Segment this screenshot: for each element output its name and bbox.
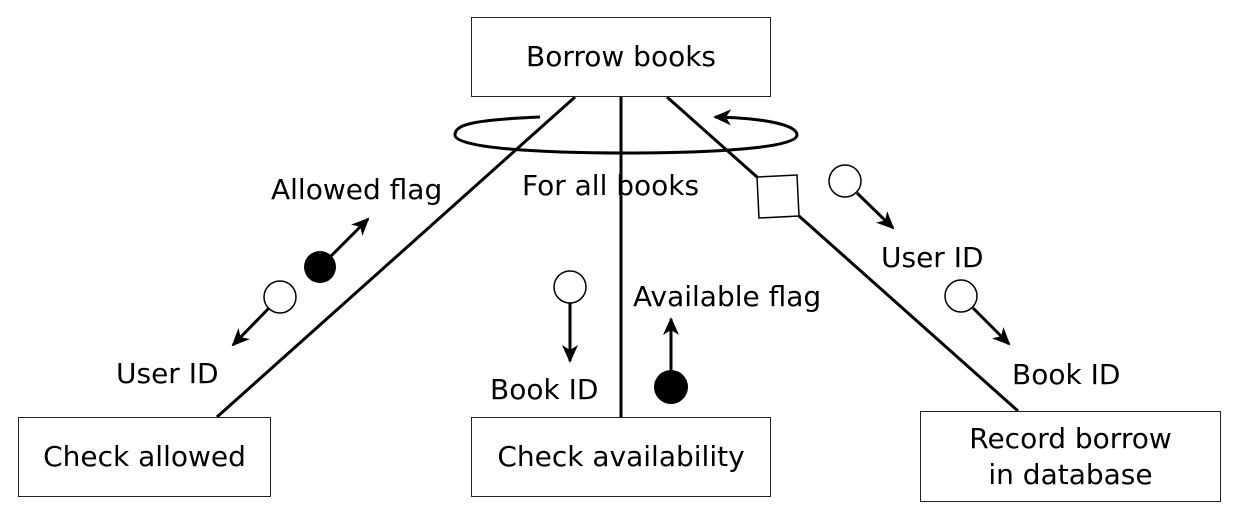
- couple-label-allowed-flag: Allowed flag: [271, 173, 443, 206]
- module-check-allowed: Check allowed: [18, 417, 271, 497]
- module-label-line2: in database: [988, 457, 1153, 491]
- module-record-borrow: Record borrow in database: [920, 411, 1221, 502]
- conditional-diamond-icon: [756, 174, 800, 219]
- couple-label-user-id-right: User ID: [881, 241, 984, 274]
- data-couple-icon: [263, 280, 297, 314]
- module-check-availability: Check availability: [471, 417, 771, 497]
- loop-icon: [453, 109, 799, 155]
- data-couple-icon: [828, 164, 862, 198]
- data-couple-icon: [553, 270, 587, 304]
- arrow-down-icon: [971, 306, 1011, 346]
- arrow-down-icon: [855, 191, 895, 230]
- control-flag-icon: [654, 370, 688, 404]
- couple-label-book-id-center: Book ID: [490, 373, 599, 406]
- module-label-line1: Record borrow: [969, 421, 1172, 455]
- module-label: Check availability: [497, 440, 745, 473]
- arrow-up-icon: [329, 217, 370, 258]
- data-couple-icon: [944, 279, 978, 313]
- couple-label-user-id-left: User ID: [116, 357, 219, 390]
- couple-label-book-id-right: Book ID: [1012, 358, 1121, 391]
- module-label: Borrow books: [525, 40, 717, 73]
- connector-check-allowed: [216, 95, 576, 419]
- connector-record-borrow-lower: [798, 214, 1019, 413]
- couple-label-available-flag: Available flag: [633, 280, 822, 313]
- loop-label: For all books: [522, 169, 700, 202]
- control-flag-icon: [304, 251, 336, 283]
- module-label: Check allowed: [43, 440, 246, 473]
- connector-record-borrow-upper: [666, 95, 758, 179]
- module-borrow-books: Borrow books: [471, 17, 771, 97]
- arrow-down-icon: [231, 306, 271, 347]
